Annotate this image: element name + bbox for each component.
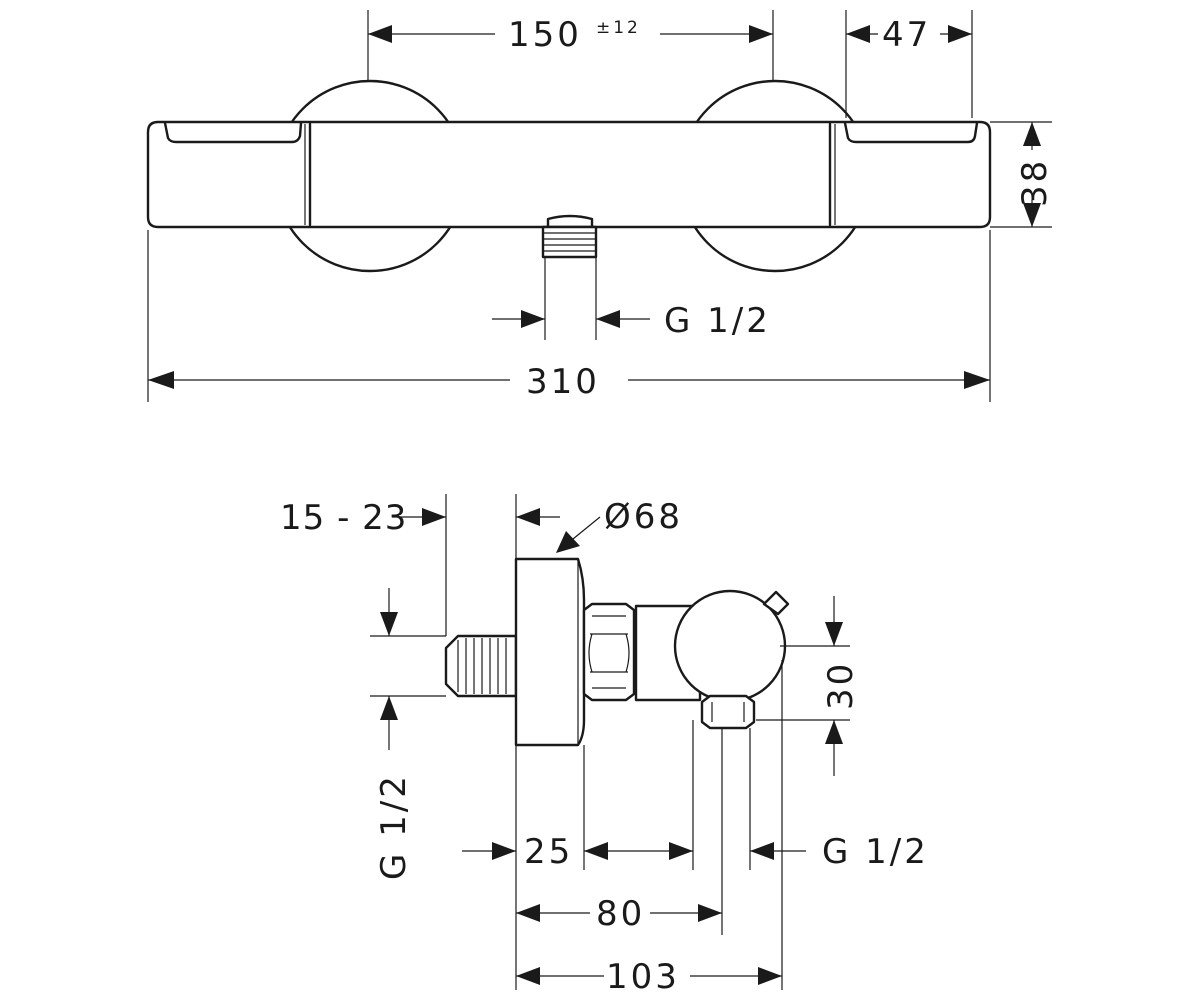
mixer-body xyxy=(146,120,992,229)
dim-total-length: 310 xyxy=(526,362,600,402)
dim-depth-103: 103 xyxy=(606,957,680,997)
side-view: 15 - 23 Ø68 G 1/2 30 25 G 1/2 xyxy=(280,494,929,997)
outlet-nut xyxy=(700,694,756,730)
top-view: 150 ±12 47 38 G 1/2 310 xyxy=(146,10,1055,402)
dim-side-outlet-thread: G 1/2 xyxy=(822,832,929,872)
dim-inlet-thread: G 1/2 xyxy=(374,773,414,880)
dim-body-height: 38 xyxy=(1015,158,1055,207)
right-cap-groove xyxy=(843,121,979,144)
temperature-stop-pin xyxy=(762,590,790,616)
dim-center-tolerance: ±12 xyxy=(596,18,641,38)
dim-depth-25: 25 xyxy=(524,832,573,872)
dim-outlet-height: 30 xyxy=(821,661,861,710)
dim-outlet-thread-top: G 1/2 xyxy=(664,301,771,341)
side-rosette xyxy=(514,557,586,747)
dim-depth-80: 80 xyxy=(596,894,645,934)
outlet-nipple-top xyxy=(546,214,594,229)
dim-offset-range: 15 - 23 xyxy=(280,498,407,538)
dim-end-width: 47 xyxy=(882,15,931,55)
left-cap-groove xyxy=(163,121,303,144)
dim-center-distance: 150 xyxy=(508,15,582,55)
dim-wall-diameter: Ø68 xyxy=(604,497,683,537)
hex-connector xyxy=(582,602,636,702)
outlet-thread-top xyxy=(541,225,598,259)
